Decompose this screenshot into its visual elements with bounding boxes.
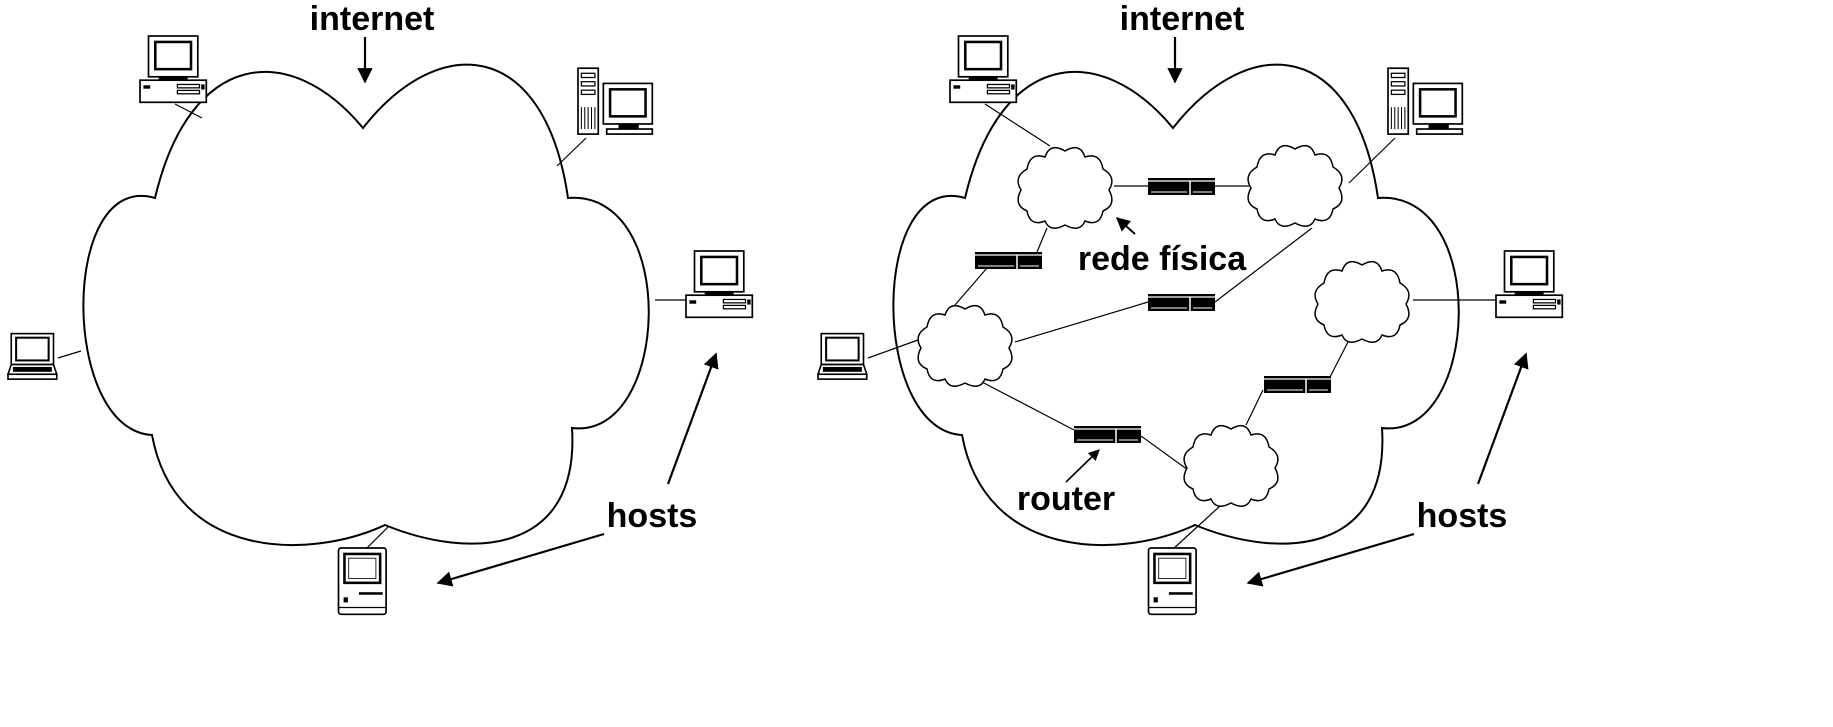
router-icon: [1147, 177, 1216, 196]
network-links: [954, 185, 1349, 471]
host-link: [364, 526, 389, 551]
hosts-arrow: [436, 532, 605, 587]
router-icon: [1147, 293, 1216, 312]
host-link: [174, 103, 203, 119]
hosts-arrow: [1246, 532, 1415, 587]
subnet-cloud-icon: [917, 304, 1013, 387]
desktop-computer-icon: [948, 34, 1018, 104]
right-panel: internet rede física router hosts: [816, 0, 1564, 616]
internet-label: internet: [1120, 0, 1245, 38]
laptop-icon: [816, 332, 868, 381]
router-arrow: [1065, 449, 1100, 483]
host-link: [556, 137, 587, 167]
host-link: [57, 350, 82, 359]
laptop-icon: [6, 332, 58, 381]
subnet-cloud-icon: [1183, 424, 1279, 507]
hosts-arrow: [666, 352, 719, 485]
router-label: router: [1017, 480, 1115, 518]
router-icon: [1073, 425, 1142, 444]
desktop-computer-icon: [684, 249, 754, 319]
physical-network-label: rede física: [1078, 240, 1247, 278]
hosts-arrow: [1476, 352, 1529, 485]
internet-cloud: [82, 63, 650, 546]
compact-computer-icon: [1147, 546, 1198, 616]
router-icon: [1263, 375, 1332, 394]
hosts-label: hosts: [1417, 497, 1508, 535]
internet-label: internet: [310, 0, 435, 38]
desktop-computer-icon: [138, 34, 208, 104]
router-icon: [974, 251, 1043, 270]
physical-network-arrow: [1115, 217, 1136, 235]
desktop-computer-icon: [1494, 249, 1564, 319]
tower-computer-icon: [1386, 66, 1464, 136]
compact-computer-icon: [337, 546, 388, 616]
tower-computer-icon: [576, 66, 654, 136]
left-panel: internet hosts: [6, 0, 754, 616]
subnet-cloud-icon: [1247, 144, 1343, 227]
subnet-cloud-icon: [1017, 146, 1113, 229]
subnet-cloud-icon: [1314, 260, 1410, 343]
hosts-label: hosts: [607, 497, 698, 535]
host-links: [867, 103, 1498, 551]
